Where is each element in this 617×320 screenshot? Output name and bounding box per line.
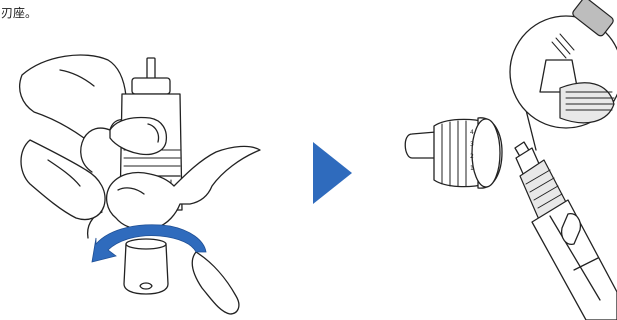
holder-top-pin <box>146 57 156 81</box>
upper-hand <box>19 54 129 139</box>
left-lower-fingers <box>20 139 106 221</box>
bottom-right-finger <box>191 251 240 315</box>
holder-cap <box>123 243 169 295</box>
svg-text:3: 3 <box>470 141 474 148</box>
svg-text:1: 1 <box>470 165 474 172</box>
holder-collar <box>131 77 171 95</box>
closeup-brush <box>572 0 614 37</box>
svg-text:2: 2 <box>470 153 474 160</box>
holder-main-body <box>531 199 617 320</box>
upper-thumb <box>109 116 168 156</box>
left-illustration <box>19 54 261 315</box>
magnifier-closeup <box>509 0 617 151</box>
instruction-caption: 刃座。 <box>1 6 38 20</box>
removed-cap-stem <box>404 131 437 159</box>
lower-hand <box>105 145 261 231</box>
next-step-arrow-icon <box>313 142 352 204</box>
rotation-arrow <box>91 224 207 263</box>
right-illustration: 4 3 2 1 <box>404 0 617 320</box>
svg-text:4: 4 <box>470 129 474 136</box>
cutter-holder-body <box>514 141 617 320</box>
